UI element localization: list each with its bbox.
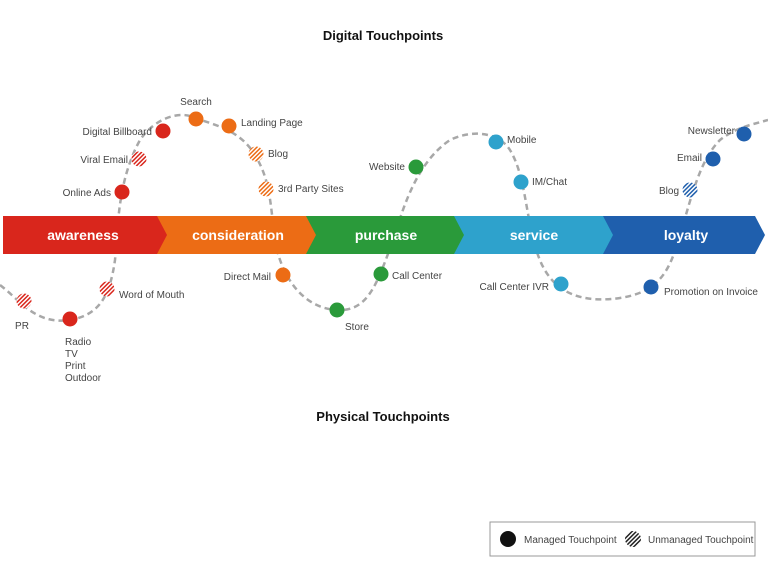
- touchpoint-label-viral-email: Viral Email: [80, 155, 128, 166]
- touchpoint-call-center: [373, 266, 389, 282]
- touchpoint-label-landing-page: Landing Page: [241, 118, 303, 129]
- digital-touchpoints-title: Digital Touchpoints: [323, 28, 443, 43]
- touchpoint-label-search: Search: [180, 97, 212, 108]
- touchpoint-website: [408, 159, 424, 175]
- stage-label-consideration: consideration: [192, 227, 284, 243]
- touchpoint-label-3rd-party-sites: 3rd Party Sites: [278, 184, 344, 195]
- stage-label-service: service: [510, 227, 558, 243]
- touchpoint-radio-tv-print-outdoor: [62, 311, 78, 327]
- touchpoint-label-call-center-ivr: Call Center IVR: [480, 282, 549, 293]
- touchpoint-word-of-mouth: [99, 281, 115, 297]
- touchpoint-label-newsletter: Newsletter: [688, 126, 736, 137]
- stage-label-loyalty: loyalty: [664, 227, 709, 243]
- stage-arrow-service: [454, 216, 614, 254]
- touchpoint-online-ads: [114, 184, 130, 200]
- touchpoint-label-tv: TV: [65, 349, 78, 360]
- touchpoint-label-blog-consideration: Blog: [268, 149, 288, 160]
- touchpoint-label-promotion-on-invoice: Promotion on Invoice: [664, 287, 758, 298]
- stage-arrow-loyalty: [603, 216, 765, 254]
- physical-touchpoints-title: Physical Touchpoints: [316, 409, 449, 424]
- touchpoint-blog-loyalty: [682, 182, 698, 198]
- stage-label-awareness: awareness: [47, 227, 119, 243]
- touchpoint-label-print: Print: [65, 361, 86, 372]
- touchpoint-label-online-ads: Online Ads: [63, 188, 111, 199]
- touchpoint-label-pr: PR: [15, 321, 29, 332]
- touchpoint-store: [329, 302, 345, 318]
- touchpoint-promotion-on-invoice: [643, 279, 659, 295]
- touchpoint-blog-consideration: [248, 146, 264, 162]
- touchpoint-search: [188, 111, 204, 127]
- touchpoint-newsletter: [736, 126, 752, 142]
- touchpoint-label-im-chat: IM/Chat: [532, 177, 567, 188]
- touchpoint-label-mobile: Mobile: [507, 135, 537, 146]
- touchpoint-3rd-party-sites: [258, 181, 274, 197]
- touchpoint-viral-email: [131, 151, 147, 167]
- touchpoint-call-center-ivr: [553, 276, 569, 292]
- stage-arrow-consideration: [157, 216, 317, 254]
- touchpoint-digital-billboard: [155, 123, 171, 139]
- legend-managed-swatch: [500, 531, 516, 547]
- stage-arrow-awareness: [3, 216, 168, 254]
- touchpoint-label-blog-loyalty: Blog: [659, 186, 679, 197]
- legend-unmanaged-label: Unmanaged Touchpoint: [648, 535, 754, 546]
- touchpoint-label-digital-billboard: Digital Billboard: [83, 127, 152, 138]
- touchpoint-label-store: Store: [345, 322, 369, 333]
- legend-box: [489, 521, 756, 557]
- stage-label-purchase: purchase: [355, 227, 417, 243]
- touchpoint-pr: [16, 293, 32, 309]
- touchpoint-direct-mail: [275, 267, 291, 283]
- touchpoint-label-website: Website: [369, 162, 405, 173]
- touchpoint-email: [705, 151, 721, 167]
- touchpoint-landing-page: [221, 118, 237, 134]
- touchpoint-label-outdoor: Outdoor: [65, 373, 102, 384]
- touchpoint-label-radio: Radio: [65, 337, 92, 348]
- legend-unmanaged-swatch: [625, 531, 641, 547]
- legend-managed-label: Managed Touchpoint: [524, 535, 617, 546]
- touchpoint-label-call-center: Call Center: [392, 271, 443, 282]
- touchpoint-label-direct-mail: Direct Mail: [224, 272, 271, 283]
- touchpoint-label-email: Email: [677, 153, 702, 164]
- touchpoint-im-chat: [513, 174, 529, 190]
- touchpoint-mobile: [488, 134, 504, 150]
- stage-arrow-purchase: [306, 216, 465, 254]
- touchpoint-label-word-of-mouth: Word of Mouth: [119, 290, 184, 301]
